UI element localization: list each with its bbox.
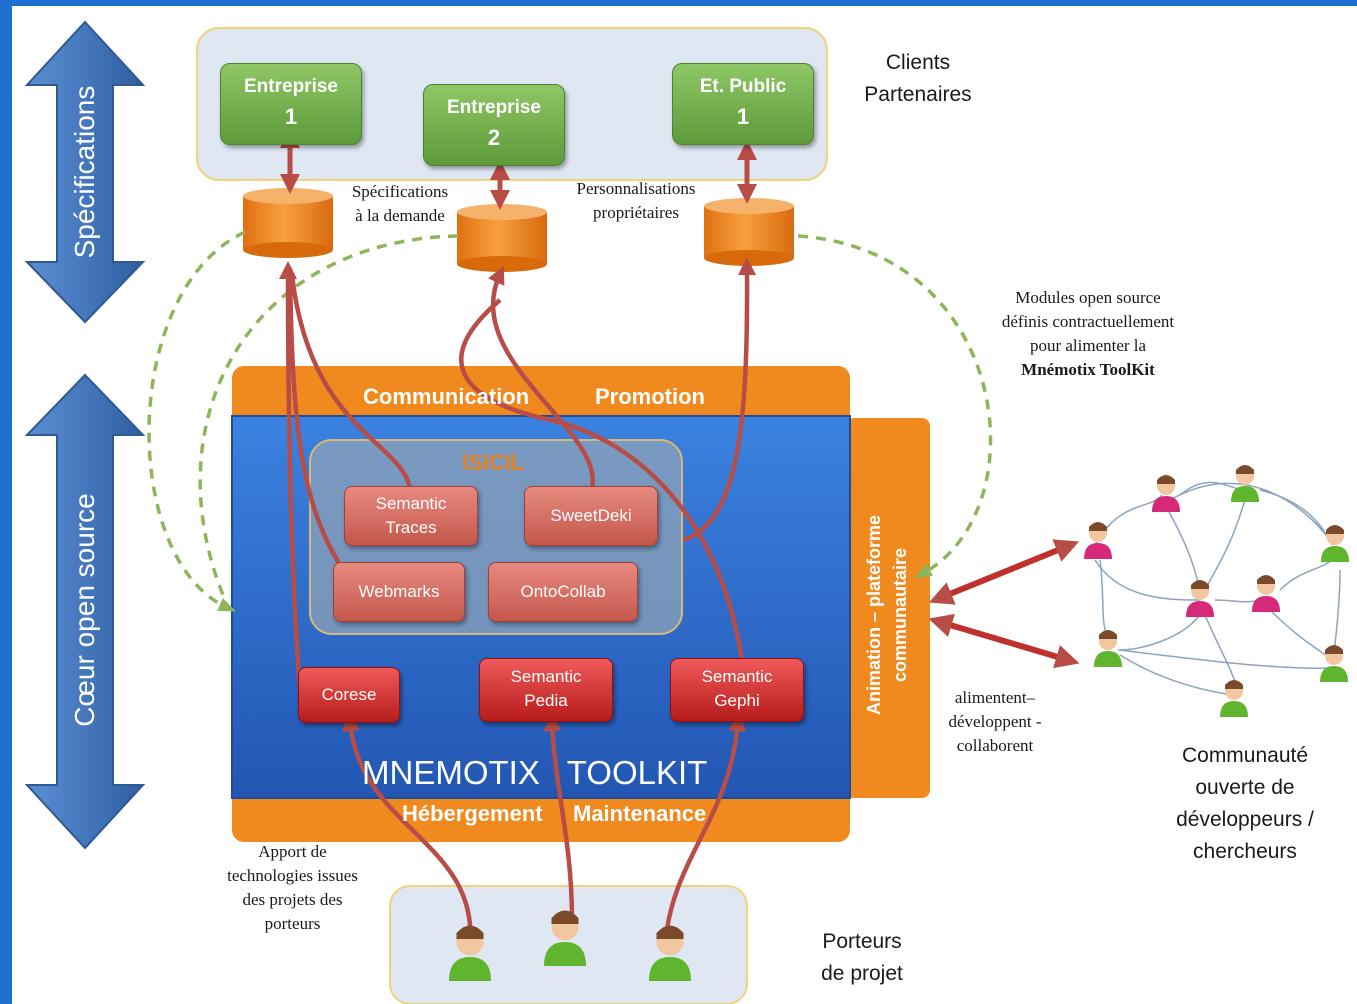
module-line: Corese [321,685,377,704]
module-line: Gephi [714,691,760,710]
module-semantic-pedia: Semantic Pedia [479,658,613,722]
note-line: Spécifications [351,182,449,201]
person-green [1094,630,1122,667]
clients-header: Clients Partenaires [838,47,998,111]
client-box-entreprise-1: Entreprise 1 [220,63,362,145]
band-promotion: Promotion [595,384,705,409]
person-pink [1152,475,1180,512]
module-line: Pedia [524,691,568,710]
community-links [928,539,1080,669]
module-semantic-gephi: Semantic Gephi [670,658,804,722]
dashed-feedback-curves [147,230,993,612]
person-green [544,910,586,966]
side-band-line: Animation – plateforme [864,514,884,716]
clients-header-line: Clients [885,51,951,74]
note-line: développent - [948,712,1042,731]
module-line: SweetDeki [550,506,632,525]
client-num: 2 [487,125,501,150]
note-line: Apport de [258,842,327,861]
person-pink [1084,522,1112,559]
module-sweetdeki: SweetDeki [524,486,658,546]
community-line: ouverte de [1195,776,1295,799]
person-green [649,925,691,981]
project-owners-line: de projet [821,962,903,985]
module-line: Semantic [375,494,447,513]
community-label: Communauté ouverte de développeurs / che… [1135,740,1355,868]
side-band-label: Animation – plateforme communautaire [861,465,915,765]
client-num: 1 [736,104,750,129]
band-hosting: Hébergement [402,801,543,826]
client-box-entreprise-2: Entreprise 2 [423,84,565,166]
module-line: Traces [385,518,437,537]
client-title: Entreprise [447,97,541,118]
person-green [1320,645,1348,682]
note-line: collaborent [956,736,1034,755]
specifications-arrow [24,20,146,324]
open-source-core-label: Cœur open source [69,493,100,727]
person-pink [1252,575,1280,612]
module-corese: Corese [298,667,400,723]
module-line: Webmarks [358,582,440,601]
note-line: porteurs [264,914,321,933]
note-line: pour alimenter la [1029,336,1147,355]
person-green [449,925,491,981]
modules-note: Modules open source définis contractuell… [968,286,1208,382]
cylinder-3 [704,198,794,266]
person-pink [1186,580,1214,617]
clients-header-line: Partenaires [864,83,972,106]
project-owners-line: Porteurs [822,930,902,953]
note-line: Modules open source [1015,288,1161,307]
module-line: Semantic [510,667,582,686]
note-line: à la demande [355,206,445,225]
client-box-et-public-1: Et. Public 1 [672,63,814,145]
note-line: des projets des [242,890,343,909]
project-owners-label: Porteurs de projet [782,926,942,990]
personalizations-note: Personnalisations propriétaires [554,177,718,225]
person-green [1321,525,1349,562]
person-green [1231,465,1259,502]
band-maintenance: Maintenance [573,801,707,826]
module-semantic-traces: Semantic Traces [344,486,478,546]
community-network [1094,481,1341,696]
cylinder-2 [457,204,547,272]
module-line: Semantic [701,667,773,686]
client-title: Et. Public [699,76,787,97]
side-band-line: communautaire [890,547,910,683]
client-cylinder-links [280,128,757,210]
community-line: développeurs / [1176,808,1314,831]
note-line: Personnalisations [576,179,696,198]
contribute-note: Apport de technologies issues des projet… [200,840,385,936]
cylinder-1 [243,188,333,258]
band-communication: Communication [363,384,530,409]
client-num: 1 [284,104,298,129]
note-line: alimentent– [954,688,1036,707]
specs-demand-note: Spécifications à la demande [330,180,470,228]
isicil-label: ISICIL [462,450,525,475]
community-line: Communauté [1181,744,1309,767]
note-line: définis contractuellement [1001,312,1175,331]
person-green [1220,680,1248,717]
module-connector-lines [279,257,757,949]
specifications-label: Spécifications [69,85,100,259]
client-title: Entreprise [244,76,338,97]
note-line: Mnémotix ToolKit [1021,360,1155,379]
toolkit-side-band [846,418,930,798]
toolkit-title: MNEMOTIX TOOLKIT [362,754,708,791]
module-line: OntoCollab [520,582,606,601]
feed-note: alimentent– développent - collaborent [930,686,1060,758]
module-webmarks: Webmarks [333,562,465,622]
open-source-arrow [24,373,146,850]
module-ontocollab: OntoCollab [488,562,638,622]
person-icons [449,465,1349,981]
community-line: chercheurs [1193,840,1297,863]
note-line: propriétaires [593,203,679,222]
note-line: technologies issues [227,866,358,885]
